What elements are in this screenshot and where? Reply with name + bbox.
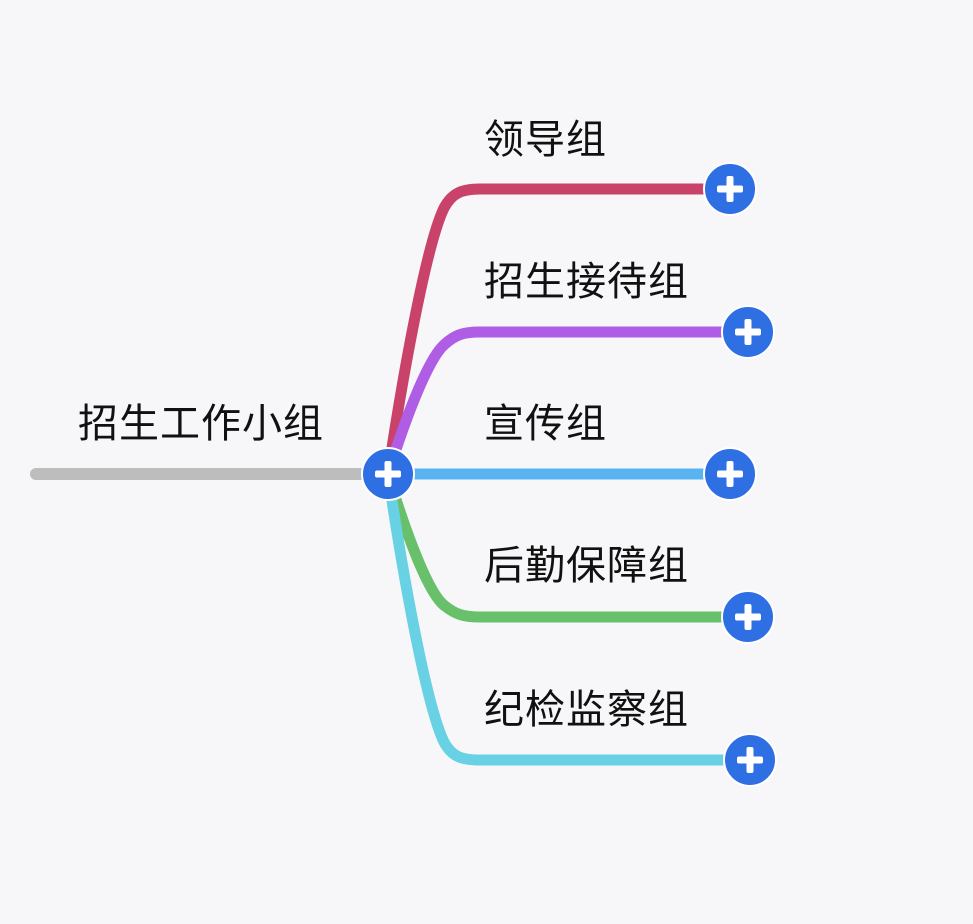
plus-icon bbox=[735, 604, 761, 630]
plus-icon bbox=[735, 319, 761, 345]
branch-expand-button-houqin-baozhang[interactable] bbox=[721, 590, 775, 644]
branch-expand-button-jijian-jiancha[interactable] bbox=[723, 733, 777, 787]
plus-icon bbox=[737, 747, 763, 773]
plus-icon bbox=[717, 176, 743, 202]
branch-line-zhaosheng-jiedai bbox=[382, 326, 754, 480]
branch-expand-button-xuanchuan[interactable] bbox=[703, 447, 757, 501]
branch-expand-button-zhaosheng-jiedai[interactable] bbox=[721, 305, 775, 359]
branch-label-zhaosheng-jiedai[interactable]: 招生接待组 bbox=[484, 259, 689, 305]
branch-label-lingdao[interactable]: 领导组 bbox=[484, 117, 607, 163]
branch-label-xuanchuan[interactable]: 宣传组 bbox=[484, 401, 607, 447]
plus-icon bbox=[375, 461, 401, 487]
root-node-label[interactable]: 招生工作小组 bbox=[78, 401, 324, 447]
root-expand-button[interactable] bbox=[361, 447, 415, 501]
branch-line-lingdao bbox=[382, 183, 736, 480]
branch-line-houqin-baozhang bbox=[382, 468, 754, 623]
branch-label-jijian-jiancha[interactable]: 纪检监察组 bbox=[484, 687, 689, 733]
branch-expand-button-lingdao[interactable] bbox=[703, 162, 757, 216]
branch-label-houqin-baozhang[interactable]: 后勤保障组 bbox=[484, 543, 689, 589]
plus-icon bbox=[717, 461, 743, 487]
branch-line-jijian-jiancha bbox=[382, 468, 756, 766]
